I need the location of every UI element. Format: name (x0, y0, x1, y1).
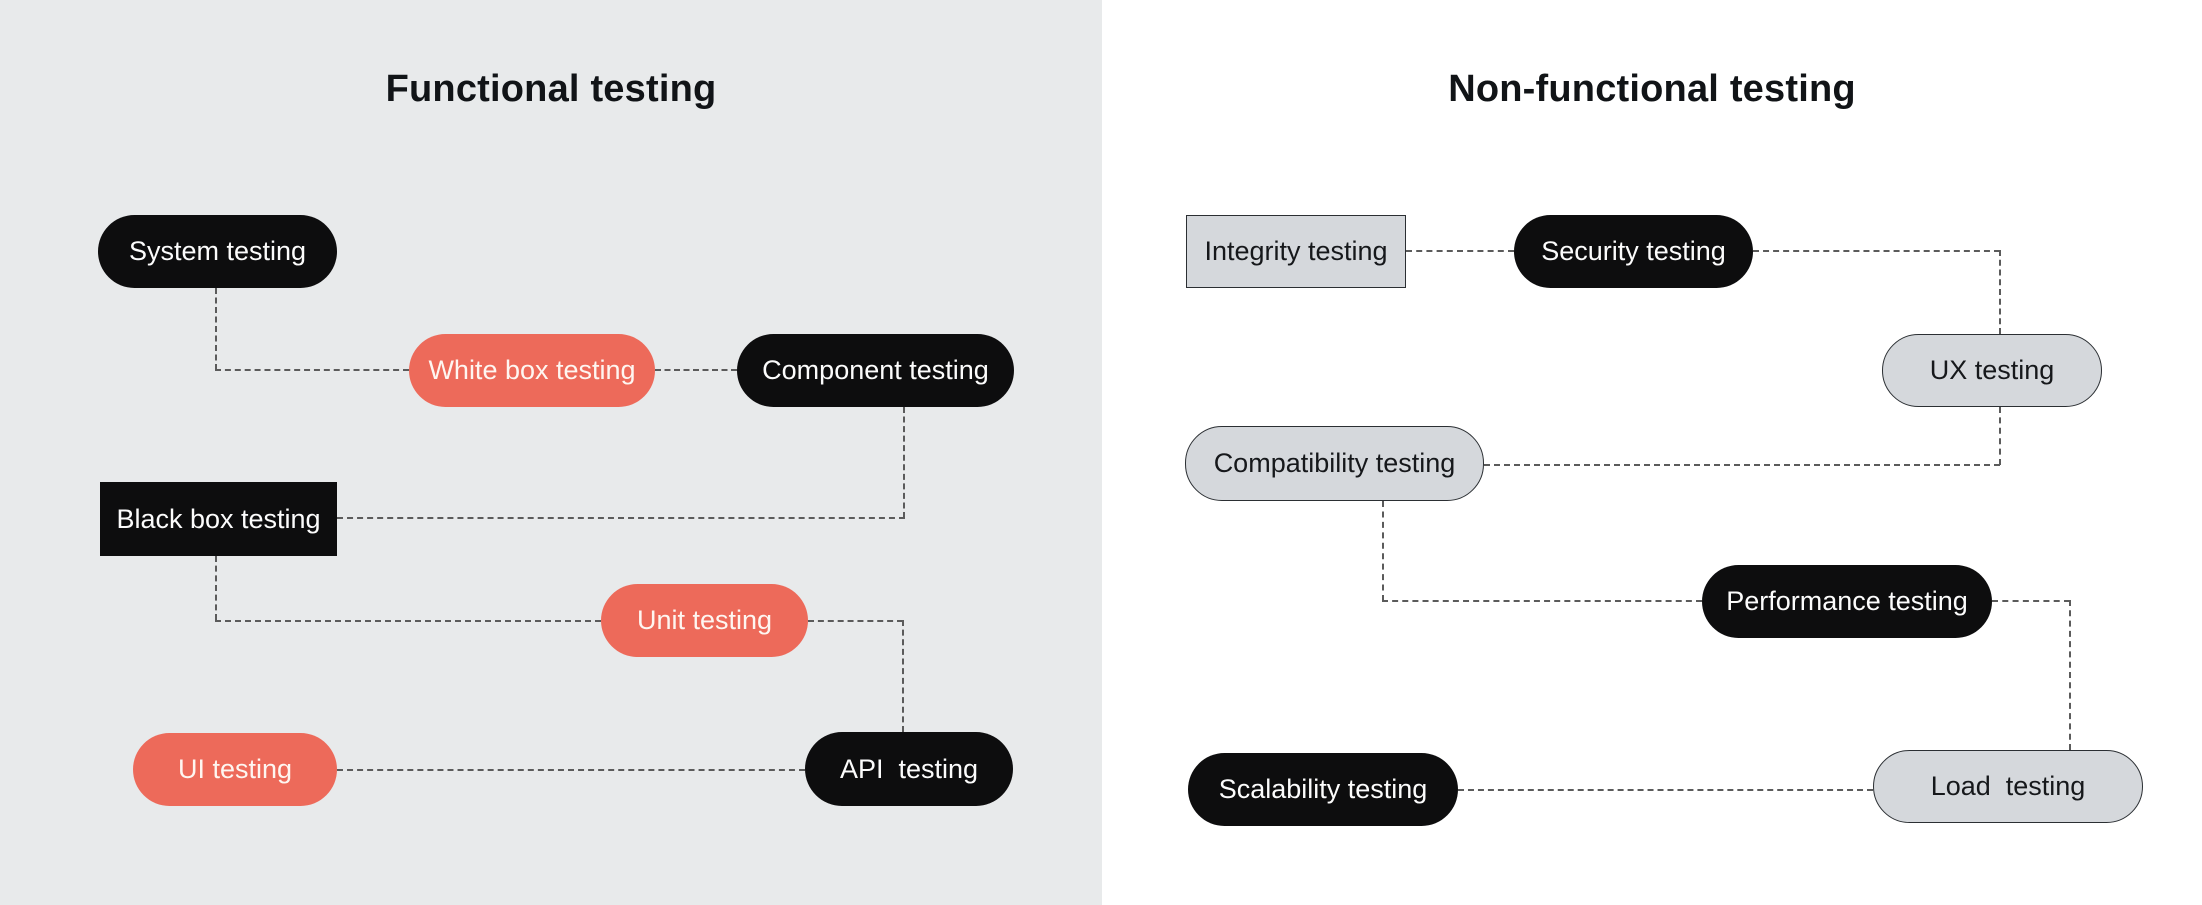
connector-compatibility-to-performance-v (1382, 501, 1384, 601)
connector-system-to-whitebox-v (215, 288, 217, 370)
connector-integrity-to-security (1406, 250, 1514, 252)
node-security-testing-label: Security testing (1541, 236, 1726, 266)
connector-scalability-to-load (1458, 789, 1873, 791)
section-title-functional: Functional testing (385, 68, 717, 110)
connector-component-to-blackbox-v (903, 407, 905, 518)
connector-system-to-whitebox-h (215, 369, 409, 371)
connector-compatibility-to-performance-h (1382, 600, 1702, 602)
connector-component-to-blackbox-h (337, 517, 905, 519)
node-compatibility-testing: Compatibility testing (1185, 426, 1484, 501)
node-ux-testing-label: UX testing (1929, 355, 2055, 385)
node-component-testing: Component testing (737, 334, 1014, 407)
connector-ui-to-api (337, 769, 805, 771)
node-compatibility-testing-label: Compatibility testing (1213, 448, 1456, 478)
node-performance-testing-label: Performance testing (1726, 586, 1968, 616)
node-ux-testing: UX testing (1882, 334, 2102, 407)
node-security-testing: Security testing (1514, 215, 1753, 288)
node-unit-testing: Unit testing (601, 584, 808, 657)
node-white-box-testing-label: White box testing (428, 355, 636, 385)
node-unit-testing-label: Unit testing (636, 605, 773, 635)
connector-performance-to-load-v (2069, 600, 2071, 750)
node-integrity-testing: Integrity testing (1186, 215, 1406, 288)
node-integrity-testing-label: Integrity testing (1204, 236, 1388, 266)
node-load-testing: Load testing (1873, 750, 2143, 823)
connector-ux-to-compatibility-h (1484, 464, 2000, 466)
connector-blackbox-to-unit-h (215, 620, 601, 622)
node-system-testing-label: System testing (128, 236, 307, 266)
node-black-box-testing-label: Black box testing (116, 503, 321, 534)
node-ui-testing-label: UI testing (177, 754, 293, 784)
node-api-testing-label: API testing (839, 753, 979, 784)
connector-unit-to-api-v (902, 620, 904, 732)
connector-performance-to-load-h (1992, 600, 2070, 602)
node-ui-testing: UI testing (133, 733, 337, 806)
node-component-testing-label: Component testing (762, 355, 989, 385)
connector-ux-to-compatibility-v (1999, 407, 2001, 465)
section-title-non-functional: Non-functional testing (1448, 68, 1856, 110)
node-scalability-testing-label: Scalability testing (1218, 774, 1428, 804)
connector-security-to-ux-h (1753, 250, 2000, 252)
node-white-box-testing: White box testing (409, 334, 655, 407)
connector-whitebox-to-component (655, 369, 737, 371)
node-black-box-testing: Black box testing (100, 482, 337, 556)
connector-blackbox-to-unit-v (215, 556, 217, 620)
node-scalability-testing: Scalability testing (1188, 753, 1458, 826)
node-system-testing: System testing (98, 215, 337, 288)
connector-security-to-ux-v (1999, 250, 2001, 334)
node-load-testing-label: Load testing (1930, 771, 2086, 801)
node-api-testing: API testing (805, 732, 1013, 806)
node-performance-testing: Performance testing (1702, 565, 1992, 638)
connector-unit-to-api-h (808, 620, 903, 622)
